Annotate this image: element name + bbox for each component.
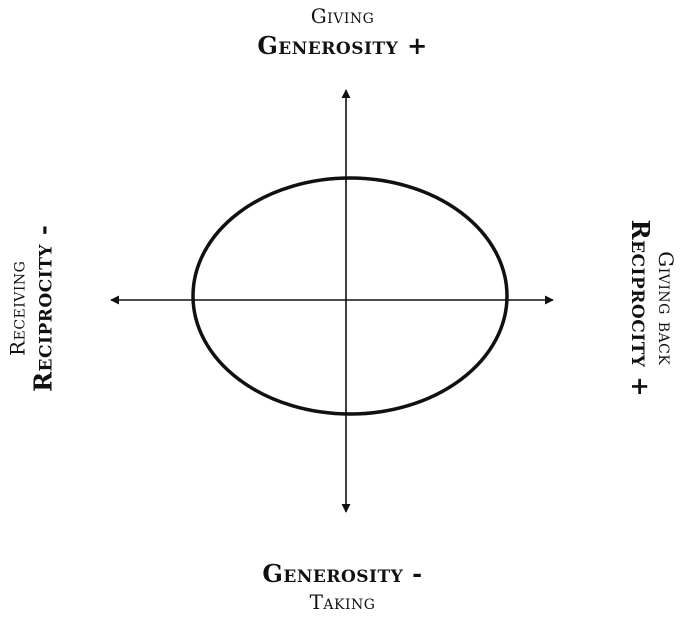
right-label-group: Giving back Reciprocity + — [620, 0, 684, 617]
left-main-label: Reciprocity - — [28, 224, 58, 393]
top-sub-label: Giving — [310, 4, 375, 28]
right-main-label: Reciprocity + — [626, 219, 656, 398]
left-sub-label: Receiving — [5, 260, 30, 357]
right-sub-label: Giving back — [654, 251, 679, 366]
bottom-main-label: Generosity - — [262, 559, 423, 588]
bottom-sub-label: Taking — [309, 590, 376, 614]
central-ellipse — [191, 176, 509, 416]
top-main-label: Generosity + — [257, 31, 428, 60]
left-label-group: Receiving Reciprocity - — [0, 0, 64, 617]
